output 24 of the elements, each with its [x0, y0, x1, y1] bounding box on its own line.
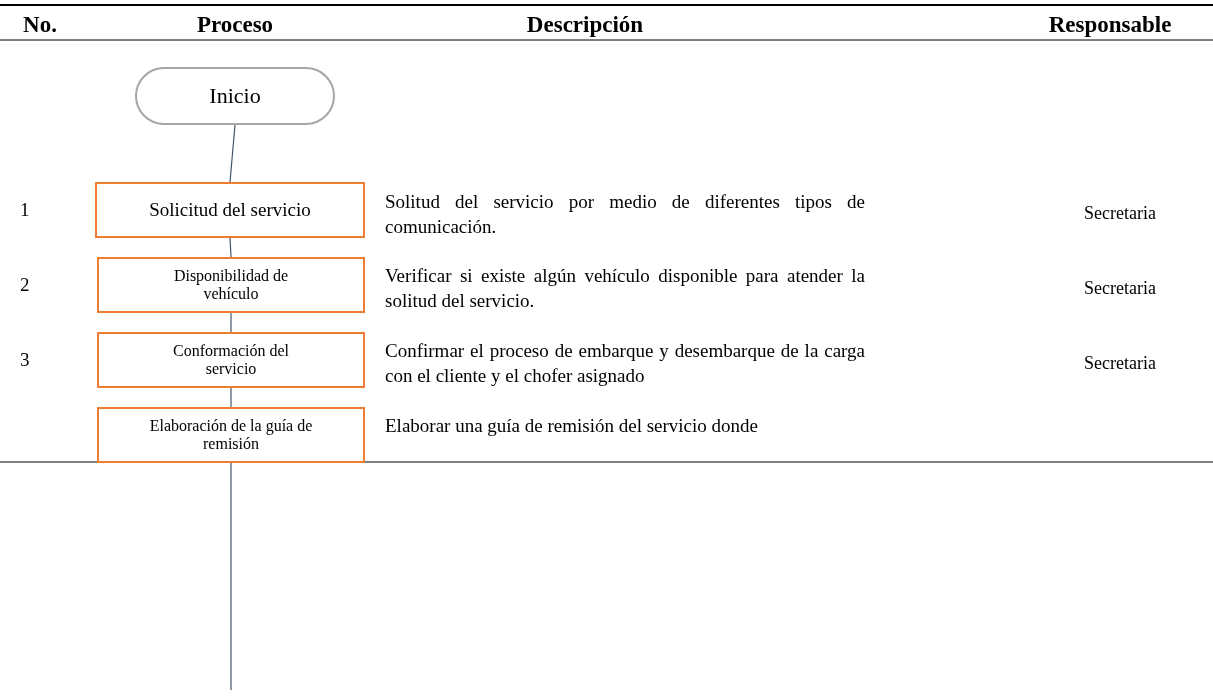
- step-number: 1: [20, 198, 31, 222]
- responsible-text: Secretaria: [1083, 202, 1157, 225]
- connector-line: [230, 387, 232, 408]
- step-number: 3: [20, 348, 31, 372]
- responsible-text: Secretaria: [1083, 352, 1157, 375]
- process-box: Conformación del servicio: [97, 332, 365, 388]
- description-text: Solitud del servicio por medio de diferentes tipos de comunicación.: [385, 190, 865, 239]
- connector-line: [230, 312, 232, 333]
- responsible-text: Secretaria: [1083, 277, 1157, 300]
- column-header: Responsable: [1047, 11, 1173, 39]
- description-text: Confirmar el proceso de embarque y desembarque de la carga con el cliente y el chofer asignado: [385, 339, 865, 388]
- column-header: No.: [22, 11, 58, 39]
- process-box: Solicitud del servicio: [95, 182, 365, 238]
- step-number: 2: [20, 273, 31, 297]
- column-header: Proceso: [195, 11, 275, 39]
- description-text: Verificar si existe algún vehículo disponible para atender la solitud del servicio.: [385, 264, 865, 313]
- process-box: Elaboración de la guía de remisión: [97, 407, 365, 463]
- start-terminal: Inicio: [135, 67, 335, 125]
- column-header: Descripción: [525, 11, 645, 39]
- connector-line: [229, 237, 232, 258]
- connector-line: [229, 124, 236, 183]
- process-box: Disponibilidad de vehículo: [97, 257, 365, 313]
- description-text: Elaborar una guía de remisión del servicio donde: [385, 414, 759, 438]
- connector-line: [230, 462, 232, 691]
